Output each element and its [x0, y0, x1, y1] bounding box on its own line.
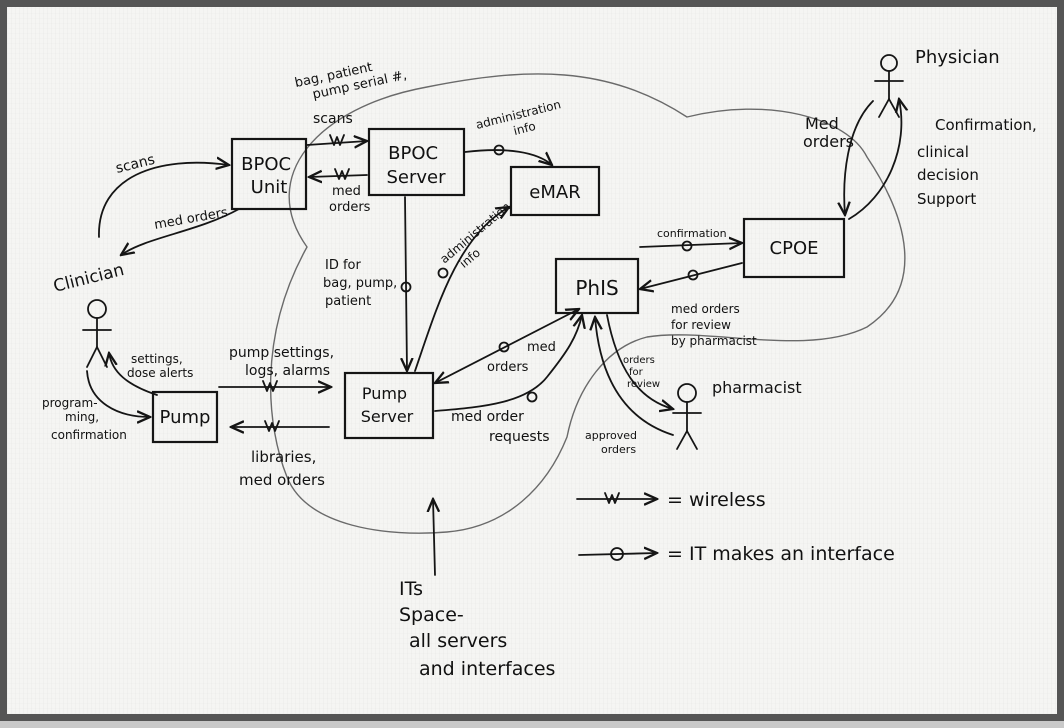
wireless-mark-1: [329, 134, 345, 146]
pump-label: Pump: [160, 407, 211, 428]
bpoc-server-box: [367, 127, 466, 197]
wireless-mark-4: [264, 420, 280, 432]
interface-mark-3: [437, 267, 449, 279]
label-scans-top: bag, patient pump serial #,: [293, 53, 408, 105]
pump-server-label: Pump Server: [361, 384, 414, 426]
clinician-label: Clinician: [51, 260, 126, 297]
label-libraries: libraries, med orders: [239, 448, 325, 489]
physician-figure: [874, 54, 904, 118]
cpoe-label: CPOE: [770, 238, 819, 259]
label-approved-orders: approved orders: [585, 429, 640, 456]
label-id-for: ID for bag, pump, patient: [323, 258, 401, 309]
bpoc-server-label: BPOC Server: [386, 143, 446, 188]
label-med-orders-review: med orders for review by pharmacist: [671, 302, 757, 348]
legend-interface-mark: [610, 547, 624, 561]
legend-interface-arrow: [578, 553, 657, 555]
pharmacist-figure: [672, 383, 702, 450]
arrow-orders-for-review-to-phis: [640, 262, 743, 289]
arrow-orders-for-review-to-pharmacist: [606, 314, 673, 409]
label-med-orders-phis: med orders: [487, 340, 560, 375]
physician-label: Physician: [915, 47, 1000, 68]
arrow-scans-to-bpoc-server: [306, 141, 367, 145]
arrow-med-orders-phis-pump-server: [435, 309, 579, 383]
interface-mark-5: [526, 391, 538, 403]
arrow-med-orders-to-cpoe: [844, 100, 874, 215]
pump-server-box: [343, 371, 435, 440]
label-programming: program- ming, confirmation: [42, 396, 127, 442]
interface-mark-7: [687, 269, 699, 281]
label-scans-left: scans: [114, 152, 156, 177]
label-orders-for-review: orders for review: [623, 355, 660, 390]
label-admin-info-mid: administration info: [437, 197, 526, 278]
clinician-figure: [82, 299, 112, 368]
legend-interface-label: = IT makes an interface: [667, 543, 895, 565]
label-med-orders-physician: Med orders: [803, 114, 854, 151]
emar-box: [509, 165, 601, 217]
arrow-id-to-pump-server: [405, 196, 407, 371]
arrow-admin-info-from-pump-server: [414, 207, 509, 372]
legend: = wireless = IT makes an interface: [576, 489, 895, 565]
label-med-order-requests: med order requests: [451, 409, 550, 445]
label-scans: scans: [313, 111, 353, 127]
arrow-admin-info-to-emar: [464, 149, 552, 165]
system-diagram: BPOC Unit BPOC Server eMAR PhIS CPOE Pum…: [42, 47, 1042, 680]
arrow-settings-to-clinician: [109, 353, 158, 396]
cpoe-box: [742, 217, 846, 279]
pump-box: [151, 390, 219, 444]
phis-label: PhIS: [575, 276, 618, 300]
arrow-med-orders-to-clinician: [121, 208, 240, 255]
pharmacist-label: pharmacist: [712, 378, 802, 397]
arrow-med-order-requests: [434, 315, 582, 412]
interface-mark-4: [498, 341, 510, 353]
bpoc-unit-label: BPOC Unit: [241, 154, 297, 198]
wireless-mark-3: [262, 380, 278, 392]
legend-wireless-mark: [604, 492, 620, 504]
legend-wireless-label: = wireless: [667, 489, 766, 511]
it-space-boundary: [269, 73, 906, 534]
bpoc-unit-box: [230, 137, 308, 211]
label-settings: settings, dose alerts: [127, 352, 193, 380]
arrow-its-space: [433, 499, 435, 576]
label-pump-settings: pump settings, logs, alarms: [229, 345, 338, 379]
arrow-programming-to-pump: [86, 370, 150, 417]
emar-label: eMAR: [529, 182, 580, 203]
label-confirmation-cpoe: confirmation: [657, 227, 727, 240]
label-confirmation-physician: Confirmation, clinical decision Support: [917, 116, 1042, 208]
arrow-scans-to-bpoc-unit: [98, 163, 229, 238]
label-its-space: ITs Space- all servers and interfaces: [399, 578, 555, 680]
label-med-orders-bpoc: med orders: [329, 184, 371, 215]
interface-mark-6: [681, 240, 693, 252]
label-admin-info-top: administration info: [474, 96, 569, 146]
arrow-confirmation-to-physician: [848, 99, 901, 220]
interface-mark-2: [400, 281, 412, 293]
interface-mark-1: [493, 144, 505, 156]
arrow-approved-orders-to-phis: [595, 317, 674, 436]
wireless-mark-2: [334, 168, 350, 180]
